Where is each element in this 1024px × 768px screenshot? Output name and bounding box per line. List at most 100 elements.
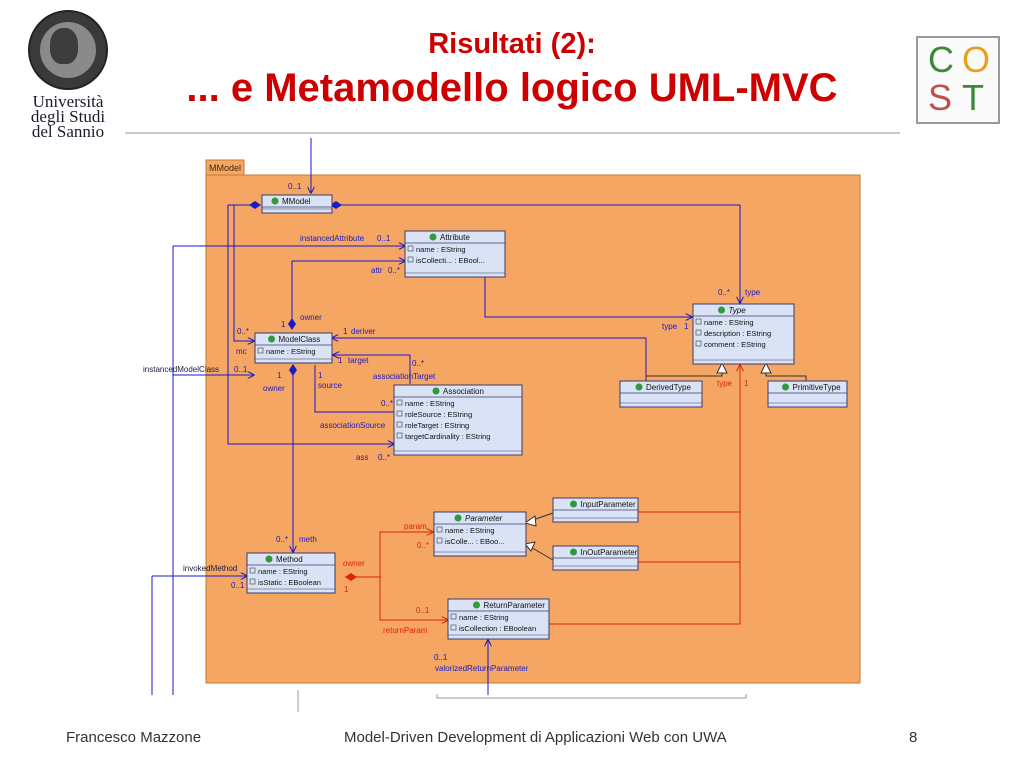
class-modelclass: ModelClass name : EString bbox=[254, 332, 333, 364]
attribute-attribute-0: name : EString bbox=[416, 245, 466, 254]
assoc-line-source bbox=[314, 365, 394, 413]
footer-course: Model-Driven Development di Applicazioni… bbox=[344, 729, 727, 746]
label-association-target: associationTarget bbox=[373, 372, 436, 381]
label-target: target bbox=[348, 356, 369, 365]
university-logo-line-1: Università bbox=[32, 92, 104, 111]
class-name-type: Type bbox=[729, 306, 747, 315]
university-logo: Università degli Studi del Sannio bbox=[24, 8, 112, 140]
class-icon bbox=[718, 306, 725, 314]
class-icon bbox=[635, 383, 643, 391]
class-name-inputparameter: InputParameter bbox=[581, 500, 636, 509]
attribute-method-0: name : EString bbox=[258, 567, 308, 576]
label-mmodel-mult: 0..1 bbox=[288, 182, 302, 191]
label-assoc-mult: 0..* bbox=[381, 399, 393, 408]
assoc-line-attribute-type bbox=[484, 276, 692, 317]
class-name-mmodel: MModel bbox=[282, 197, 311, 206]
class-primitivetype: PrimitiveType bbox=[767, 380, 848, 408]
attribute-icon bbox=[695, 329, 702, 336]
attribute-association-0: name : EString bbox=[405, 399, 455, 408]
page-number: 8 bbox=[909, 729, 918, 746]
class-mmodel: MModel bbox=[261, 194, 333, 214]
attribute-icon bbox=[695, 340, 702, 347]
class-name-association: Association bbox=[443, 387, 484, 396]
label-mc-mult: 0..* bbox=[237, 327, 249, 336]
class-name-modelclass: ModelClass bbox=[279, 335, 321, 344]
class-inputparameter: InputParameter bbox=[552, 497, 639, 523]
class-name-inoutparameter: InOutParameter bbox=[581, 548, 638, 557]
cost-logo: C O S T bbox=[916, 36, 1000, 124]
attribute-modelclass-0: name : EString bbox=[266, 347, 316, 356]
title-divider bbox=[125, 132, 900, 134]
attribute-attribute-1: isCollecti... : EBool... bbox=[416, 256, 485, 265]
assoc-line-return-type bbox=[549, 365, 740, 625]
attribute-type-0: name : EString bbox=[704, 318, 754, 327]
label-association-source: associationSource bbox=[320, 421, 386, 430]
label-owner-left: owner bbox=[263, 384, 285, 393]
assoc-line-deriver bbox=[332, 338, 647, 381]
label-valorized-mult: 0..1 bbox=[434, 653, 448, 662]
composition-diamond-modelclass-top bbox=[288, 318, 296, 330]
label-attr: attr bbox=[371, 266, 383, 275]
label-assoc-target-mult: 0..* bbox=[412, 359, 424, 368]
composition-diamond-mmodel-right bbox=[330, 201, 342, 209]
class-icon bbox=[454, 514, 462, 522]
class-name-method: Method bbox=[276, 555, 303, 564]
label-meth-mult: 0..* bbox=[276, 535, 288, 544]
class-icon bbox=[271, 197, 279, 205]
label-deriver-mult: 1 bbox=[343, 327, 348, 336]
attribute-icon bbox=[436, 526, 443, 533]
class-inoutparameter: InOutParameter bbox=[552, 545, 639, 571]
class-icon bbox=[268, 335, 275, 343]
attribute-icon bbox=[436, 537, 443, 544]
label-deriver: deriver bbox=[351, 327, 376, 336]
label-type-left: type bbox=[662, 322, 678, 331]
attribute-returnparameter-0: name : EString bbox=[459, 613, 509, 622]
label-type-top: type bbox=[745, 288, 761, 297]
attribute-association-3: targetCardinality : EString bbox=[405, 432, 490, 441]
attribute-icon bbox=[450, 624, 457, 631]
label-return-mult: 0..1 bbox=[416, 606, 430, 615]
label-ass: ass bbox=[356, 453, 368, 462]
label-type-left-mult: 1 bbox=[684, 322, 689, 331]
class-icon bbox=[432, 387, 440, 395]
label-attr-mult: 0..* bbox=[388, 266, 400, 275]
label-instanced-modelclass-mult: 0..1 bbox=[234, 365, 248, 374]
label-valorized-return-parameter: valorizedReturnParameter bbox=[435, 664, 529, 673]
assoc-line-attr bbox=[291, 261, 405, 320]
label-invoked-method: invokedMethod bbox=[183, 564, 237, 573]
class-name-primitivetype: PrimitiveType bbox=[793, 383, 842, 392]
class-icon bbox=[570, 548, 577, 556]
class-icon bbox=[473, 601, 480, 609]
label-type-top-mult: 0..* bbox=[718, 288, 730, 297]
attribute-icon bbox=[695, 318, 702, 325]
attribute-icon bbox=[396, 399, 403, 406]
label-owner-method-mult: 1 bbox=[344, 585, 349, 594]
assoc-line-mmodel-type bbox=[331, 204, 740, 303]
footer-author: Francesco Mazzone bbox=[66, 729, 202, 746]
label-param-mult: 0..* bbox=[417, 541, 429, 550]
attribute-icon bbox=[396, 410, 403, 417]
attribute-association-1: roleSource : EString bbox=[405, 410, 472, 419]
label-source: source bbox=[318, 381, 343, 390]
class-name-attribute: Attribute bbox=[440, 233, 470, 242]
class-derivedtype: DerivedType bbox=[619, 380, 703, 408]
package-name: MModel bbox=[209, 163, 241, 173]
attribute-icon bbox=[396, 421, 403, 428]
attribute-type-2: comment : EString bbox=[704, 340, 766, 349]
class-icon bbox=[429, 233, 437, 241]
class-icon bbox=[265, 555, 273, 563]
attribute-icon bbox=[396, 432, 403, 439]
university-logo-line-2: degli Studi bbox=[30, 107, 106, 126]
label-instanced-modelclass: instancedModelClass bbox=[143, 365, 219, 374]
label-meth: meth bbox=[299, 535, 317, 544]
university-seal-icon bbox=[28, 10, 108, 90]
generalization-arrow-inoutparameter bbox=[524, 541, 536, 552]
assoc-line-target bbox=[333, 355, 411, 384]
label-owner-top-mult: 1 bbox=[281, 320, 286, 329]
label-target-mult: 1 bbox=[338, 356, 343, 365]
label-return-param: returnParam bbox=[383, 626, 428, 635]
slide-title-line-1: Risultati (2): bbox=[428, 28, 596, 60]
